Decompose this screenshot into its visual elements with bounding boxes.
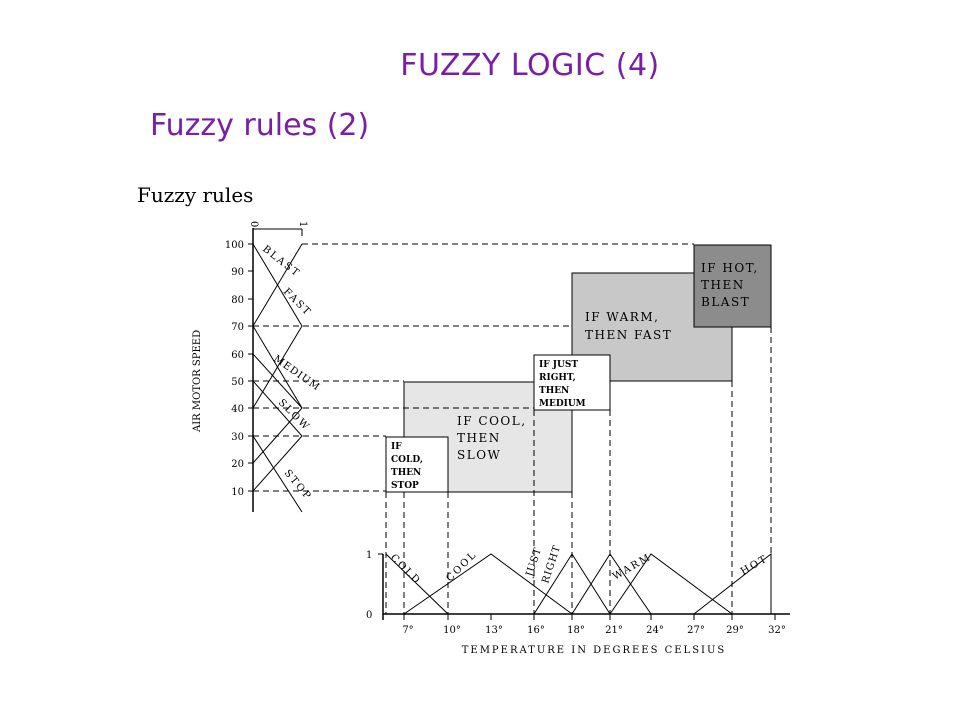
slide-subtitle: Fuzzy rules (2) bbox=[150, 108, 370, 143]
speed-set-stop: STOP bbox=[282, 468, 314, 503]
temperature-axis-label: TEMPERATURE IN DEGREES CELSIUS bbox=[462, 645, 727, 656]
speed-tick-60: 60 bbox=[231, 350, 244, 361]
slide-title: FUZZY LOGIC (4) bbox=[400, 48, 660, 83]
speed-tick-100: 100 bbox=[225, 240, 244, 251]
temperature-set-cool: COOL bbox=[444, 549, 479, 584]
speed-tick-marks bbox=[248, 243, 253, 492]
temperature-tick-labels: 7° 10° 13° 16° 18° 21° 24° 27° 29° 32° bbox=[402, 625, 786, 636]
rule-cool-label: IF COOL, THEN SLOW bbox=[457, 414, 527, 462]
speed-tick-80: 80 bbox=[231, 295, 244, 306]
temperature-set-hot: HOT bbox=[739, 553, 770, 577]
rule-just-right-line-1: IF JUST bbox=[539, 360, 578, 370]
rule-hot-line-3: BLAST bbox=[701, 295, 750, 309]
rule-box-hot bbox=[693, 244, 772, 328]
rule-cold-line-2: COLD, bbox=[391, 455, 423, 465]
rule-box-just-right bbox=[533, 354, 611, 411]
rule-cold-line-3: THEN bbox=[391, 468, 421, 478]
temperature-tick-16: 16° bbox=[527, 625, 545, 636]
temperature-membership-tick-0: 0 bbox=[366, 610, 372, 621]
speed-axis-label: AIR MOTOR SPEED bbox=[192, 330, 203, 433]
speed-tick-labels: 100 90 80 70 60 50 40 30 20 10 bbox=[225, 240, 244, 498]
rule-cool-line-2: THEN bbox=[457, 431, 501, 445]
temperature-set-cold: COLD bbox=[388, 552, 423, 587]
speed-set-fast: FAST bbox=[281, 286, 313, 318]
temperature-membership-lines bbox=[385, 552, 772, 615]
speed-tick-10: 10 bbox=[231, 487, 244, 498]
temperature-membership-tick-1: 1 bbox=[366, 550, 372, 561]
temperature-tick-18: 18° bbox=[567, 625, 585, 636]
rule-warm-line-2: THEN FAST bbox=[585, 328, 672, 342]
temperature-tick-32: 32° bbox=[768, 625, 786, 636]
rule-warm-line-1: IF WARM, bbox=[585, 310, 659, 324]
rule-warm-label: IF WARM, THEN FAST bbox=[585, 310, 672, 342]
speed-set-medium: MEDIUM bbox=[271, 353, 322, 393]
temperature-set-just: JUST bbox=[524, 546, 544, 579]
rule-just-right-line-2: RIGHT, bbox=[539, 373, 576, 383]
temperature-tick-marks bbox=[403, 614, 776, 620]
temperature-tick-13: 13° bbox=[485, 625, 503, 636]
rule-cool-line-3: SLOW bbox=[457, 448, 501, 462]
temperature-tick-7: 7° bbox=[402, 625, 413, 636]
rule-cold-label: IF COLD, THEN STOP bbox=[391, 442, 423, 491]
speed-tick-70: 70 bbox=[231, 322, 244, 333]
speed-tick-40: 40 bbox=[231, 404, 244, 415]
rule-hot-label: IF HOT, THEN BLAST bbox=[701, 261, 759, 309]
temperature-tick-21: 21° bbox=[605, 625, 623, 636]
rule-hot-line-1: IF HOT, bbox=[701, 261, 759, 275]
rule-just-right-line-4: MEDIUM bbox=[539, 399, 586, 409]
speed-tick-50: 50 bbox=[231, 377, 244, 388]
speed-set-blast: BLAST bbox=[260, 244, 302, 280]
temperature-tick-27: 27° bbox=[687, 625, 705, 636]
rule-cold-line-1: IF bbox=[391, 442, 402, 452]
rule-hot-line-2: THEN bbox=[701, 278, 745, 292]
temperature-tick-10: 10° bbox=[443, 625, 461, 636]
speed-membership-tick-0: 0 bbox=[248, 221, 259, 227]
speed-tick-20: 20 bbox=[231, 459, 244, 470]
temperature-set-warm: WARM bbox=[611, 552, 654, 583]
speed-tick-90: 90 bbox=[231, 267, 244, 278]
speed-membership-tick-1: 1 bbox=[297, 221, 308, 227]
rule-just-right-label: IF JUST RIGHT, THEN MEDIUM bbox=[539, 360, 586, 409]
speed-tick-30: 30 bbox=[231, 432, 244, 443]
temperature-tick-24: 24° bbox=[646, 625, 664, 636]
temperature-tick-29: 29° bbox=[726, 625, 744, 636]
rule-box-cold bbox=[385, 436, 449, 493]
rule-cool-line-1: IF COOL, bbox=[457, 414, 527, 428]
speed-set-slow: SLOW bbox=[276, 397, 312, 433]
rule-just-right-line-3: THEN bbox=[539, 386, 569, 396]
dashed-guides bbox=[253, 243, 772, 614]
rule-cold-line-4: STOP bbox=[391, 481, 419, 491]
diagram-heading: Fuzzy rules bbox=[137, 183, 253, 207]
